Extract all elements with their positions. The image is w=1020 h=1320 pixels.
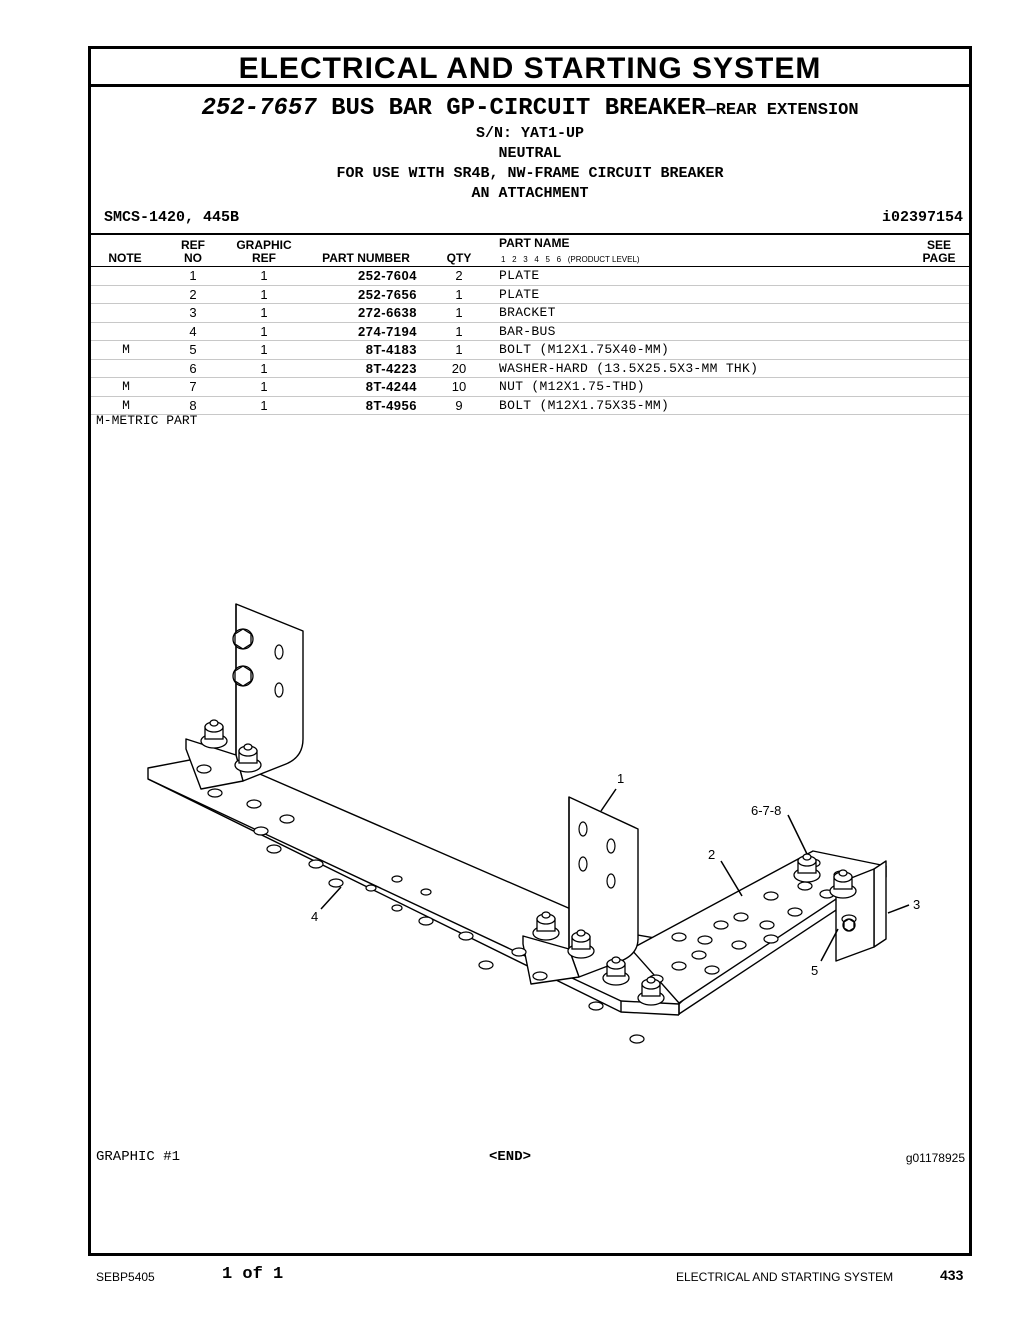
col-qty: QTY	[446, 251, 472, 265]
table-top-rule	[91, 233, 969, 235]
col-part-number: PART NUMBER	[322, 251, 410, 265]
ref-number-cell: 3	[189, 305, 197, 320]
part-number-cell: 252-7656	[358, 286, 417, 302]
graphic-ref-cell: 1	[260, 342, 268, 357]
exploded-view-drawing: 1 6-7-8 2 3 4 5	[147, 603, 920, 1044]
graphic-ref-cell: 1	[260, 397, 268, 413]
callout-2: 2	[708, 847, 715, 862]
group-suffix: —REAR EXTENSION	[705, 101, 859, 120]
qty-cell: 1	[455, 305, 463, 320]
graphic-ref-cell: 1	[260, 286, 268, 302]
part-number-cell: 8T-4244	[365, 379, 417, 394]
callout-1: 1	[617, 771, 624, 786]
callout-6-7-8: 6-7-8	[751, 803, 781, 818]
table-row: 1 1 252-7604 2 PLATE	[91, 267, 969, 286]
note-cell: M	[122, 342, 130, 357]
table-row: 4 1 274-7194 1 BAR-BUS	[91, 323, 969, 341]
qty-cell: 1	[455, 286, 463, 302]
col-ref-bottom: NO	[184, 251, 202, 265]
col-graphic-top: GRAPHIC	[236, 238, 292, 252]
part-name-cell: PLATE	[499, 268, 540, 283]
part-name-cell: WASHER-HARD (13.5X25.5X3-MM THK)	[499, 360, 759, 376]
header-rule	[91, 266, 969, 267]
part-number-cell: 8T-4956	[365, 397, 417, 413]
col-see-top: SEE	[926, 238, 951, 252]
illustration-id: i02397154	[881, 209, 963, 226]
left-upright-plate	[235, 603, 304, 782]
end-bracket	[873, 860, 887, 948]
footer-section: ELECTRICAL AND STARTING SYSTEM	[676, 1270, 894, 1284]
group-part-number: 252-7657	[201, 95, 317, 122]
qty-cell: 1	[455, 342, 463, 357]
part-number-cell: 274-7194	[358, 323, 417, 339]
qty-cell: 20	[451, 360, 467, 376]
smcs-code: SMCS-1420, 445B	[104, 209, 240, 226]
part-number-cell: 272-6638	[358, 305, 417, 320]
part-number-cell: 252-7604	[358, 268, 417, 283]
callout-4: 4	[311, 909, 318, 924]
footer-doc-number: SEBP5405	[96, 1270, 155, 1284]
qty-cell: 2	[455, 268, 463, 283]
callout-3: 3	[913, 897, 920, 912]
graphic-number: g01178925	[905, 1151, 965, 1165]
table-row: M 8 1 8T-4956 9 BOLT (M12X1.75X35-MM)	[91, 397, 969, 415]
note-cell: M	[122, 379, 130, 394]
section-title: ELECTRICAL AND STARTING SYSTEM	[91, 49, 969, 87]
ref-number-cell: 5	[189, 342, 197, 357]
col-ref-top: REF	[181, 238, 205, 252]
ref-number-cell: 4	[189, 323, 197, 339]
part-name-cell: BAR-BUS	[499, 323, 556, 339]
group-line-neutral: NEUTRAL	[498, 145, 562, 162]
col-note: NOTE	[108, 251, 142, 265]
page-frame: ELECTRICAL AND STARTING SYSTEM 252-7657 …	[88, 46, 972, 1256]
ref-number-cell: 6	[189, 360, 197, 376]
col-graphic-bottom: REF	[252, 251, 276, 265]
graphic-ref-cell: 1	[260, 360, 268, 376]
callout-5: 5	[811, 963, 818, 978]
footnote: M-METRIC PART	[96, 413, 198, 428]
ref-number-cell: 7	[189, 379, 197, 394]
part-name-cell: BRACKET	[499, 305, 556, 320]
note-cell: M	[122, 397, 130, 413]
part-name-cell: BOLT (M12X1.75X40-MM)	[499, 342, 670, 357]
ref-number-cell: 2	[189, 286, 197, 302]
serial-number: S/N: YAT1-UP	[475, 125, 585, 142]
group-line-attachment: AN ATTACHMENT	[471, 185, 589, 202]
graphic-label: GRAPHIC #1	[96, 1149, 181, 1165]
ref-number-cell: 8	[189, 397, 197, 413]
col-see-bottom: PAGE	[922, 251, 956, 265]
col-product-level: 1 2 3 4 5 6 (PRODUCT LEVEL)	[501, 255, 640, 264]
part-name-cell: BOLT (M12X1.75X35-MM)	[499, 397, 670, 413]
footer-page-number: 433	[940, 1267, 964, 1283]
graphic-ref-cell: 1	[260, 305, 268, 320]
table-row: M 5 1 8T-4183 1 BOLT (M12X1.75X40-MM)	[91, 341, 969, 360]
part-name-cell: PLATE	[499, 286, 540, 302]
graphic-ref-cell: 1	[260, 268, 268, 283]
footer-page-count: 1 of 1	[222, 1265, 284, 1284]
end-marker: <END>	[489, 1149, 532, 1165]
group-title: 252-7657 BUS BAR GP-CIRCUIT BREAKER—REAR…	[91, 95, 969, 122]
table-row: 6 1 8T-4223 20 WASHER-HARD (13.5X25.5X3-MM T…	[91, 360, 969, 378]
part-number-cell: 8T-4223	[365, 360, 417, 376]
col-part-name: PART NAME	[499, 236, 570, 250]
qty-cell: 10	[451, 379, 467, 394]
graphic-ref-cell: 1	[260, 323, 268, 339]
group-name: BUS BAR GP-CIRCUIT BREAKER	[331, 95, 706, 122]
qty-cell: 9	[455, 397, 463, 413]
middle-upright-plate	[568, 796, 639, 978]
table-row: 2 1 252-7656 1 PLATE	[91, 286, 969, 304]
part-number-cell: 8T-4183	[365, 342, 417, 357]
graphic-ref-cell: 1	[260, 379, 268, 394]
part-name-cell: NUT (M12X1.75-THD)	[499, 379, 645, 394]
table-row: 3 1 272-6638 1 BRACKET	[91, 304, 969, 323]
table-row: M 7 1 8T-4244 10 NUT (M12X1.75-THD)	[91, 378, 969, 397]
qty-cell: 1	[455, 323, 463, 339]
ref-number-cell: 1	[189, 268, 197, 283]
group-line-usage: FOR USE WITH SR4B, NW-FRAME CIRCUIT BREA…	[336, 165, 724, 182]
